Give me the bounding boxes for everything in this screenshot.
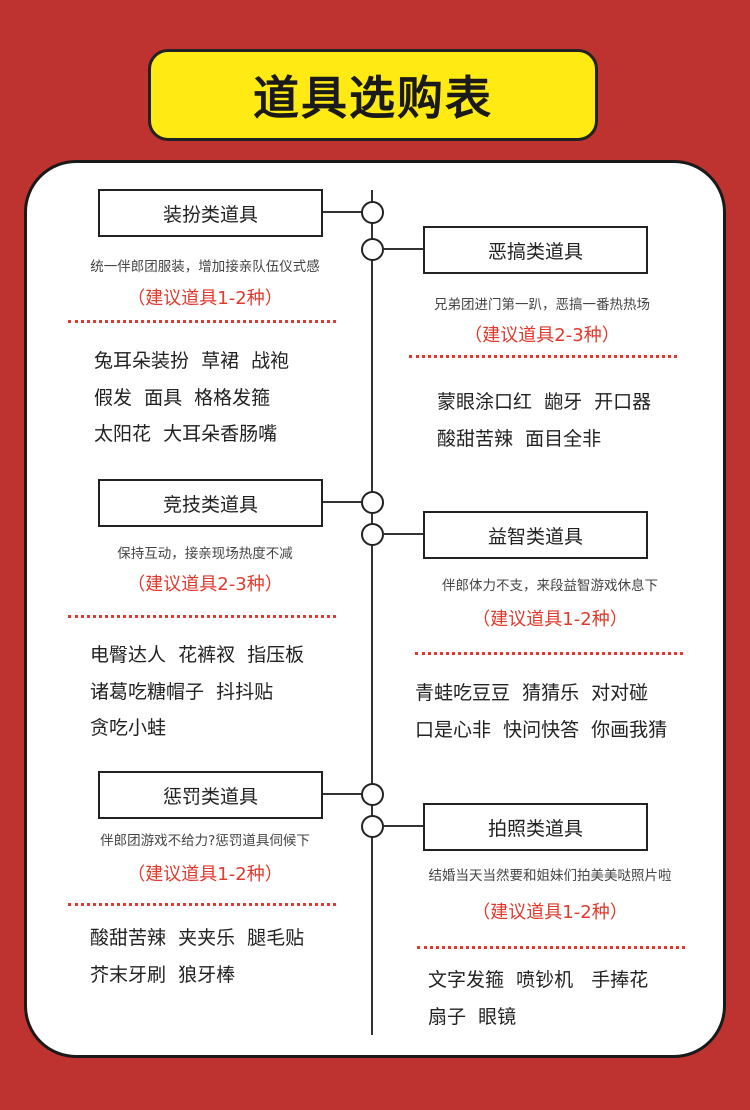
connector — [322, 211, 362, 213]
category-box: 竞技类道具 — [98, 479, 323, 527]
item-list: 蒙眼涂口红 龅牙 开口器 酸甜苦辣 面目全非 — [437, 384, 651, 457]
recommend-count: （建议道具2-3种） — [127, 574, 283, 595]
recommend-count: （建议道具2-3种） — [464, 325, 620, 346]
category-box: 拍照类道具 — [423, 803, 648, 851]
item-line: 青蛙吃豆豆 猜猜乐 对对碰 — [415, 682, 649, 704]
item-list: 青蛙吃豆豆 猜猜乐 对对碰 口是心非 快问快答 你画我猜 — [415, 675, 667, 748]
section-description: 结婚当天当然要和姐妹们拍美美哒照片啦 — [428, 868, 672, 884]
title-banner: 道具选购表 — [148, 49, 598, 141]
recommend-count: （建议道具1-2种） — [127, 864, 283, 885]
timeline-node — [361, 783, 384, 806]
timeline-node — [361, 238, 384, 261]
item-line: 口是心非 快问快答 你画我猜 — [415, 718, 668, 741]
recommend-count: （建议道具1-2种） — [472, 902, 628, 923]
dotted-divider — [409, 355, 677, 358]
item-line: 假发 面具 格格发箍 — [94, 386, 271, 409]
recommend-count: （建议道具1-2种） — [127, 288, 283, 309]
section-description: 保持互动，接亲现场热度不减 — [117, 546, 293, 562]
connector — [383, 825, 423, 827]
item-line: 贪吃小蛙 — [90, 717, 167, 739]
item-list: 兔耳朵装扮 草裙 战袍 假发 面具 格格发箍 太阳花 大耳朵香肠嘴 — [94, 343, 289, 453]
item-list: 酸甜苦辣 夹夹乐 腿毛贴 芥末牙刷 狼牙棒 — [90, 920, 304, 993]
timeline-node — [361, 523, 384, 546]
item-list: 文字发箍 喷钞机 手捧花 扇子 眼镜 — [428, 962, 648, 1035]
timeline-line — [371, 190, 373, 1035]
section-description: 伴郎团游戏不给力?惩罚道具伺候下 — [100, 833, 310, 849]
content-card — [24, 160, 726, 1058]
dotted-divider — [68, 903, 336, 906]
item-line: 酸甜苦辣 面目全非 — [437, 427, 602, 450]
timeline-node — [361, 815, 384, 838]
section-description: 统一伴郎团服装，增加接亲队伍仪式感 — [90, 259, 320, 275]
item-line: 电臀达人 花裤衩 指压板 — [90, 644, 305, 666]
item-line: 太阳花 大耳朵香肠嘴 — [94, 423, 278, 445]
item-line: 诸葛吃糖帽子 抖抖贴 — [90, 680, 274, 703]
dotted-divider — [417, 946, 685, 949]
timeline-node — [361, 201, 384, 224]
connector — [383, 533, 423, 535]
item-line: 芥末牙刷 狼牙棒 — [90, 963, 236, 986]
timeline-node — [361, 491, 384, 514]
item-line: 扇子 眼镜 — [428, 1005, 517, 1028]
connector — [322, 793, 362, 795]
connector — [322, 501, 362, 503]
item-list: 电臀达人 花裤衩 指压板 诸葛吃糖帽子 抖抖贴 贪吃小蛙 — [90, 637, 304, 747]
item-line: 兔耳朵装扮 草裙 战袍 — [94, 350, 290, 372]
item-line: 酸甜苦辣 夹夹乐 腿毛贴 — [90, 927, 305, 949]
category-box: 恶搞类道具 — [423, 226, 648, 274]
item-line: 文字发箍 喷钞机 手捧花 — [428, 969, 649, 991]
dotted-divider — [415, 652, 683, 655]
connector — [383, 248, 423, 250]
category-box: 益智类道具 — [423, 511, 648, 559]
category-box: 装扮类道具 — [98, 189, 323, 237]
category-box: 惩罚类道具 — [98, 771, 323, 819]
page-title: 道具选购表 — [253, 71, 493, 125]
section-description: 兄弟团进门第一趴，恶搞一番热热场 — [434, 297, 650, 313]
dotted-divider — [68, 320, 336, 323]
recommend-count: （建议道具1-2种） — [472, 609, 628, 630]
section-description: 伴郎体力不支，来段益智游戏休息下 — [442, 578, 658, 594]
item-line: 蒙眼涂口红 龅牙 开口器 — [437, 391, 652, 413]
dotted-divider — [68, 615, 336, 618]
